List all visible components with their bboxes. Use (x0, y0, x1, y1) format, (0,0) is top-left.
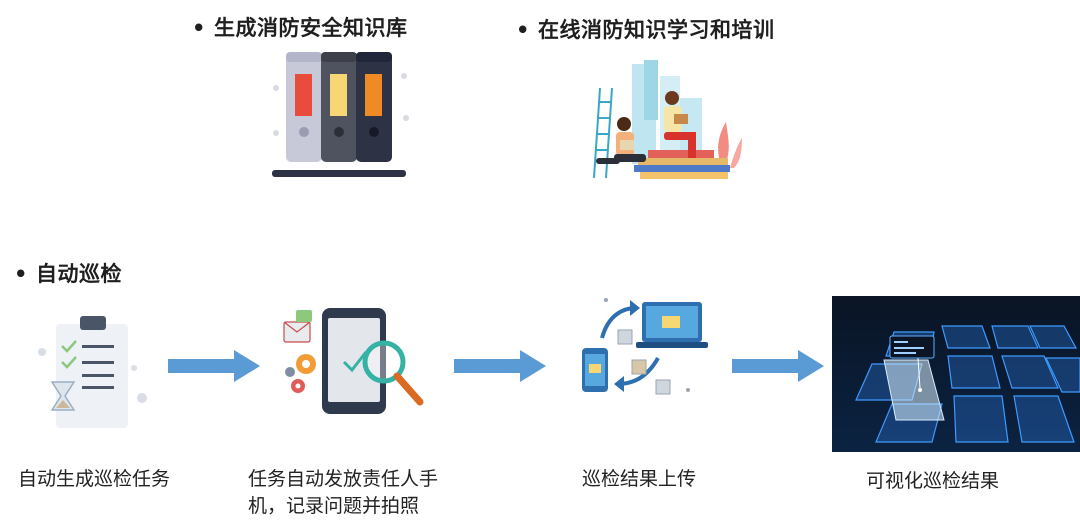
section-knowledge-base-title: • 生成消防安全知识库 (192, 12, 408, 42)
section-auto-inspection-title: • 自动巡检 (14, 258, 122, 288)
knowledge-base-title-text: 生成消防安全知识库 (214, 16, 408, 40)
3d-visualization-icon (832, 296, 1080, 452)
section-online-training-title: • 在线消防知识学习和培训 (516, 14, 775, 44)
step-4-caption: 可视化巡检结果 (866, 470, 1000, 492)
step-3-icon-wrap (578, 290, 710, 404)
clipboard-checklist-icon (38, 316, 147, 428)
step-4-visual-panel (832, 296, 1080, 452)
binders-illustration (266, 48, 416, 184)
study-illustration (584, 58, 744, 180)
step-3-caption: 巡检结果上传 (582, 468, 697, 490)
step-1-caption: 自动生成巡检任务 (18, 468, 171, 490)
binder-red-label (295, 74, 312, 116)
online-training-title-text: 在线消防知识学习和培训 (538, 18, 775, 42)
upload-sync-icon (582, 298, 708, 395)
step-1-icon-wrap (30, 312, 154, 432)
auto-inspection-title-text: 自动巡检 (36, 262, 122, 286)
flow-arrow-2 (454, 350, 546, 382)
phone-magnifier-icon (283, 308, 424, 414)
binder-orange-label (365, 74, 382, 116)
bullet-dot: • (14, 262, 28, 286)
students-reading-icon (593, 60, 742, 179)
binders-icon (272, 52, 409, 177)
bullet-dot: • (516, 18, 530, 42)
flow-arrow-3 (732, 350, 824, 382)
bullet-dot: • (192, 16, 206, 40)
binder-yellow-label (330, 74, 347, 116)
step-2-icon-wrap (276, 306, 432, 418)
flow-arrow-1 (168, 350, 260, 382)
step-2-caption: 任务自动发放责任人手机，记录问题并拍照 (248, 468, 439, 517)
